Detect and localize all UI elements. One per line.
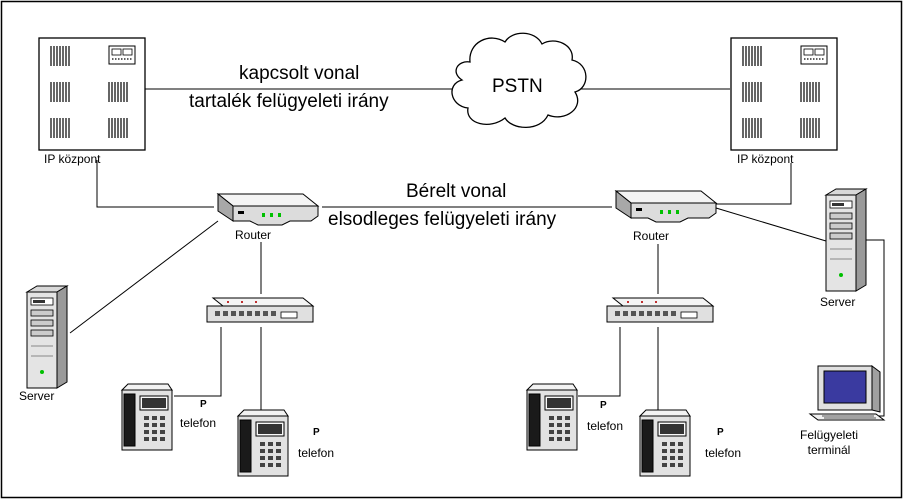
phone-4-ip: P <box>717 427 724 438</box>
server-left-icon <box>26 285 68 389</box>
router-right-icon <box>615 190 717 223</box>
link-pbx-left-router <box>96 160 214 208</box>
terminal-icon <box>808 365 886 421</box>
phone-2-icon <box>237 409 289 477</box>
label-berelt-vonal: Bérelt vonal <box>406 181 507 202</box>
link-hub-phone1 <box>174 327 222 397</box>
switch-left-icon <box>206 297 314 323</box>
phone-2-label: telefon <box>298 446 335 460</box>
connection-lines <box>69 88 885 417</box>
phone-3-label: telefon <box>587 419 624 433</box>
server-left-label: Server <box>19 389 55 403</box>
switch-right-icon <box>606 297 714 323</box>
pbx-right-label: IP központ <box>737 152 794 166</box>
phone-2-ip: P <box>313 427 320 438</box>
pstn-cloud <box>451 32 587 129</box>
phone-3-ip: P <box>600 400 607 411</box>
link-hub-phone3 <box>578 327 621 397</box>
router-right-label: Router <box>633 229 670 243</box>
pbx-left-label: IP központ <box>44 152 101 166</box>
terminal-label-line2: terminál <box>807 443 851 457</box>
label-elsodleges-felugyeleti: elsodleges felügyeleti irány <box>328 209 557 230</box>
router-left-label: Router <box>235 228 272 242</box>
phone-4-icon <box>639 409 691 477</box>
label-tartalek-felugyeleti: tartalék felügyeleti irány <box>189 91 389 112</box>
server-right-icon <box>825 188 867 292</box>
router-left-icon <box>217 193 319 226</box>
link-router-pbx-right <box>716 163 792 205</box>
label-kapcsolt-vonal: kapcsolt vonal <box>239 63 360 84</box>
phone-3-icon <box>526 383 578 451</box>
link-server-terminal <box>866 239 885 417</box>
server-right-label: Server <box>820 295 856 309</box>
label-pstn: PSTN <box>492 76 543 97</box>
phone-4-label: telefon <box>705 446 742 460</box>
phone-1-icon <box>121 383 173 451</box>
phone-1-label: telefon <box>180 416 217 430</box>
pbx-left-icon <box>38 37 146 151</box>
phone-1-ip: P <box>200 399 207 410</box>
link-router-server-left <box>69 220 219 334</box>
pbx-right-icon <box>730 37 838 151</box>
link-router-server-right <box>715 207 827 242</box>
terminal-label-line1: Felügyeleti <box>799 428 859 442</box>
